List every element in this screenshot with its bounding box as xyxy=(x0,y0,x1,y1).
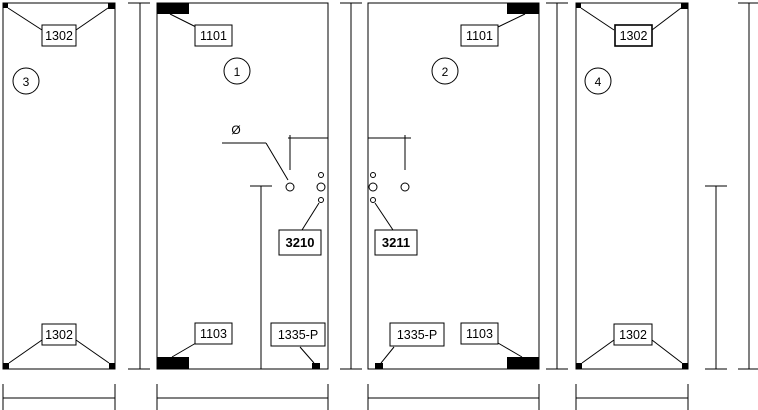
panel-4-glass xyxy=(575,2,689,370)
panel-3-corner-tl xyxy=(3,3,8,8)
panel-2-height-dimension xyxy=(546,2,568,370)
panel-3-bottom-code: 1302 xyxy=(45,328,73,342)
panel-2-top-patch-fitting xyxy=(507,3,539,14)
panel-1-hole-code-box xyxy=(278,229,322,256)
panel-2-hole-code-box xyxy=(374,229,418,256)
panel-4-bottom-code: 1302 xyxy=(619,328,647,342)
diameter-symbol: Ø xyxy=(231,123,240,137)
panel-4-top-code-box xyxy=(614,24,653,47)
panel-1-number-circle xyxy=(223,57,251,85)
panel-1-hinge-fitting xyxy=(312,363,320,369)
panel-3-width-dimension xyxy=(2,384,116,410)
panel-3-bottom-code-box xyxy=(41,323,77,346)
panel-4-number-circle xyxy=(584,67,612,95)
panels-1-2-height-dimension xyxy=(340,2,362,370)
panel-2-width-dimension xyxy=(367,384,540,410)
panel-3-top-code: 1302 xyxy=(45,29,73,43)
panel-4-number: 4 xyxy=(595,75,602,89)
panel-1-top-code: 1101 xyxy=(200,29,227,43)
panel-1-glass xyxy=(156,2,329,370)
panel-2-bottom-patch-fitting xyxy=(507,357,539,369)
panel-1-lock-hole-bottom xyxy=(318,197,324,203)
panel-4-bottom-code-box xyxy=(613,323,653,346)
panel-2-number: 2 xyxy=(442,65,449,79)
panel-4: 1302 1302 4 xyxy=(575,2,689,370)
panel-4-corner-bl xyxy=(576,363,582,369)
panel-3-number-circle xyxy=(12,67,40,95)
panel-1-hinge-code-box xyxy=(270,322,326,347)
panel-3: 1302 1302 3 xyxy=(2,2,116,370)
panel-1-top-code-box xyxy=(194,24,233,47)
panel-4-height-dimension xyxy=(738,2,758,370)
panel-4-width-dimension xyxy=(575,384,689,410)
panel-2-hinge-code-box xyxy=(389,322,445,347)
panel-3-number: 3 xyxy=(23,75,30,89)
panel-2-lock-hole-mid xyxy=(368,182,378,192)
panel-1-width-dimension xyxy=(156,384,329,410)
panel-3-height-dimension xyxy=(128,2,150,370)
panel-1-bottom-code-box xyxy=(194,322,233,345)
panel-3-top-code-box xyxy=(41,24,77,47)
panel-1-bottom-code: 1103 xyxy=(200,327,227,341)
panel-2-glass xyxy=(367,2,540,370)
panel-2-top-code: 1101 xyxy=(466,29,493,43)
panel-2-number-circle xyxy=(431,57,459,85)
panel-4-corner-tl xyxy=(576,3,581,8)
panel-2-bottom-code-box xyxy=(460,322,499,345)
panel-3-corner-tr xyxy=(108,3,115,9)
panel-3-corner-bl xyxy=(3,363,9,369)
panel-1: 1101 1103 1335-P 1 Ø 3210 xyxy=(156,2,329,370)
panel-2-handle-hole xyxy=(400,182,410,192)
panel-1-lock-hole-top xyxy=(318,172,324,178)
panel-3-glass xyxy=(2,2,116,370)
panel-4-corner-br xyxy=(682,363,688,369)
panel-1-hole-code: 3210 xyxy=(286,235,315,250)
panel-1-bottom-patch-fitting xyxy=(157,357,189,369)
panel-2-hinge-fitting xyxy=(375,363,383,369)
panel-2-hole-code: 3211 xyxy=(382,235,410,250)
panel-2: 1101 1103 1335-P 2 3211 xyxy=(367,2,540,370)
panel-2-lock-hole-top xyxy=(370,172,376,178)
panel-2-bottom-code: 1103 xyxy=(466,327,493,341)
panel-1-handle-hole xyxy=(285,182,295,192)
panel-1-hinge-code: 1335-P xyxy=(278,328,318,342)
panel-1-lock-hole-mid xyxy=(316,182,326,192)
panel-4-handle-height-dimension xyxy=(705,185,727,370)
panel-2-top-code-box xyxy=(460,24,499,47)
panel-3-corner-br xyxy=(109,363,115,369)
panel-2-hinge-code: 1335-P xyxy=(397,328,437,342)
panel-1-number: 1 xyxy=(234,65,241,79)
panel-2-lock-hole-bottom xyxy=(370,197,376,203)
panel-1-top-patch-fitting xyxy=(157,3,189,14)
panel-4-top-code: 1302 xyxy=(620,29,648,43)
panel-4-corner-tr xyxy=(681,3,688,9)
